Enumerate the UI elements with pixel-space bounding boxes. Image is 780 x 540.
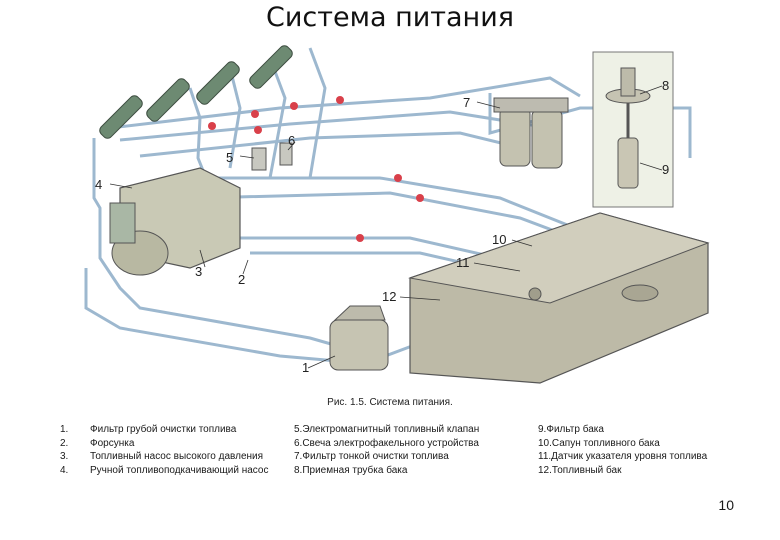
- figure-label-3: 3: [195, 264, 202, 279]
- fuel-system-illustration: 1 2 3 4 5 6 7 8 9 10 11 12: [84, 45, 710, 384]
- legend-column-1: 1.Фильтр грубой очистки топлива 2.Форсун…: [60, 423, 270, 477]
- legend-item: 10.Сапун топливного бака: [538, 437, 660, 449]
- page-title: Система питания: [266, 2, 514, 33]
- figure-label-7: 7: [463, 95, 470, 110]
- tank-filter-inset: [592, 51, 674, 208]
- legend-item: 5.Электромагнитный топливный клапан: [294, 424, 480, 435]
- legend-item: 4.Ручной топливоподкачивающий насос: [60, 464, 269, 476]
- legend-column-2: 5.Электромагнитный топливный клапан 6.Св…: [294, 423, 524, 477]
- legend-item: 11.Датчик указателя уровня топлива: [538, 451, 708, 462]
- figure-label-10: 10: [492, 232, 506, 247]
- figure-label-11: 11: [456, 255, 470, 270]
- legend-item: 6.Свеча электрофакельного устройства: [294, 437, 479, 449]
- high-pressure-pump: [109, 167, 241, 276]
- figure-label-9: 9: [662, 162, 669, 177]
- fuel-tank: [408, 212, 710, 384]
- legend-item: 2.Форсунка: [60, 437, 135, 449]
- figure-label-2: 2: [238, 272, 245, 287]
- legend-item: 1.Фильтр грубой очистки топлива: [60, 424, 237, 435]
- figure-caption: Рис. 1.5. Система питания.: [327, 397, 453, 408]
- legend-item: 9.Фильтр бака: [538, 424, 604, 435]
- fuel-line: [92, 138, 381, 360]
- figure-label-6: 6: [288, 133, 295, 148]
- figure-label-8: 8: [662, 78, 669, 93]
- figure-label-1: 1: [302, 360, 309, 375]
- electromagnetic-valve: [251, 147, 267, 171]
- legend-item: 7.Фильтр тонкой очистки топлива: [294, 451, 449, 462]
- legend-item: 8.Приемная трубка бака: [294, 464, 408, 476]
- figure-label-4: 4: [95, 177, 102, 192]
- figure-label-5: 5: [226, 150, 233, 165]
- figure-label-12: 12: [382, 289, 396, 304]
- fine-filter: [493, 97, 569, 169]
- legend-item: 3.Топливный насос высокого давления: [60, 451, 264, 462]
- coarse-filter: [329, 305, 389, 371]
- page-number: 10: [718, 497, 734, 513]
- legend-column-3: 9.Фильтр бака 10.Сапун топливного бака 1…: [538, 423, 748, 477]
- legend-item: 12.Топливный бак: [538, 464, 622, 476]
- injectors: [99, 45, 293, 139]
